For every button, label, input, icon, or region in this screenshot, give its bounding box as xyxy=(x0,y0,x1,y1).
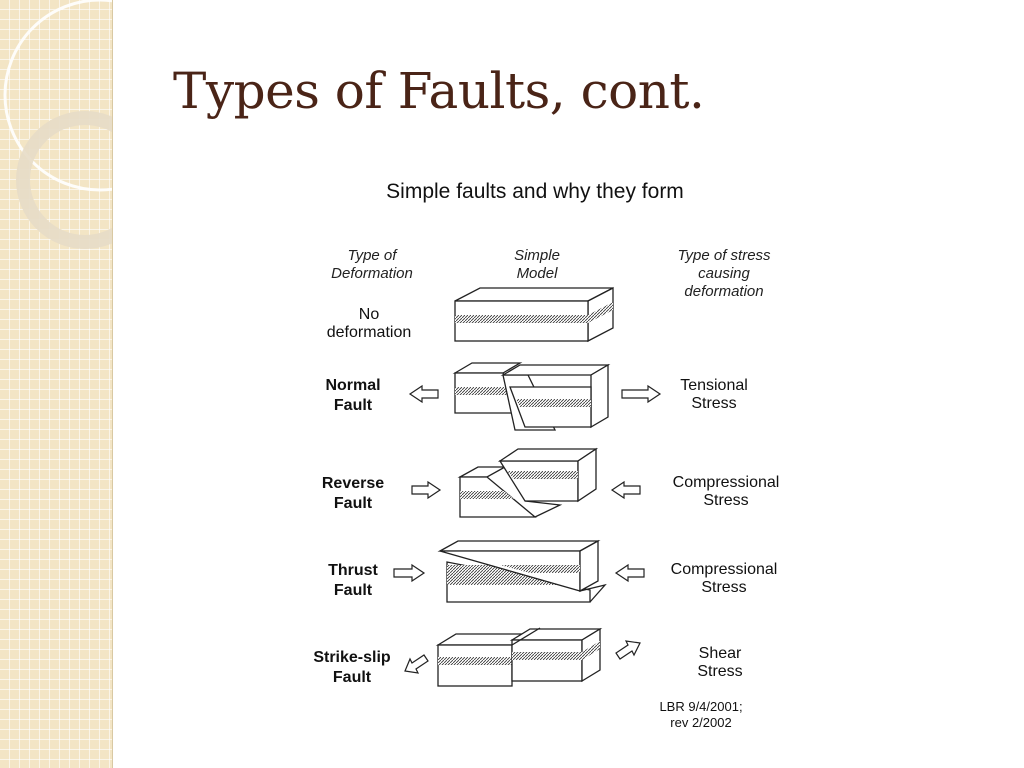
row-normal-fault-stress-1: Tensional xyxy=(680,377,748,394)
arrow-left-icon xyxy=(610,480,641,500)
sidebar-divider xyxy=(112,0,113,768)
header-stress-line2: causing xyxy=(698,265,750,282)
slide-title: Types of Faults, cont. xyxy=(173,62,705,120)
row-reverse-fault-label-2: Fault xyxy=(334,495,373,512)
row-strike-slip-stress-2: Stress xyxy=(697,663,742,680)
block-strike-slip-fault xyxy=(435,627,603,687)
arrow-diagonal-up-right-icon xyxy=(615,640,641,660)
row-no-deformation-label-2: deformation xyxy=(327,324,412,341)
row-reverse-fault-stress-1: Compressional xyxy=(673,474,780,491)
block-no-deformation xyxy=(454,286,614,343)
row-strike-slip-label-2: Fault xyxy=(333,669,372,686)
decorative-ring xyxy=(3,0,112,192)
arrow-right-icon xyxy=(411,480,442,500)
arrow-right-icon xyxy=(393,563,426,583)
row-thrust-fault-stress-2: Stress xyxy=(701,579,746,596)
diagram-title: Simple faults and why they form xyxy=(386,180,684,203)
block-reverse-fault xyxy=(457,447,599,518)
row-normal-fault-stress-2: Stress xyxy=(691,395,736,412)
decorative-sidebar xyxy=(0,0,112,768)
block-thrust-fault xyxy=(437,539,607,603)
header-stress-line1: Type of stress xyxy=(677,247,771,264)
row-normal-fault-label-1: Normal xyxy=(325,377,380,394)
row-thrust-fault-label-2: Fault xyxy=(334,582,373,599)
arrow-left-icon xyxy=(408,384,439,404)
block-normal-fault xyxy=(452,362,611,431)
row-thrust-fault-label-1: Thrust xyxy=(328,562,378,579)
header-deformation-line2: Deformation xyxy=(331,265,413,282)
row-reverse-fault-label-1: Reverse xyxy=(322,475,384,492)
header-stress-line3: deformation xyxy=(684,283,763,300)
decorative-ring xyxy=(16,111,112,249)
credit-line-2: rev 2/2002 xyxy=(670,715,731,730)
row-thrust-fault-stress-1: Compressional xyxy=(671,561,778,578)
fault-types-diagram: Simple faults and why they form Type of … xyxy=(313,180,780,730)
row-strike-slip-label-1: Strike-slip xyxy=(313,649,391,666)
credit-line-1: LBR 9/4/2001; xyxy=(659,699,742,714)
header-deformation-line1: Type of xyxy=(348,247,399,264)
row-strike-slip-stress-1: Shear xyxy=(699,645,742,662)
header-model-line2: Model xyxy=(517,265,559,282)
header-model-line1: Simple xyxy=(514,247,560,264)
arrow-left-icon xyxy=(614,563,645,583)
arrow-right-icon xyxy=(621,384,662,404)
row-reverse-fault-stress-2: Stress xyxy=(703,492,748,509)
row-normal-fault-label-2: Fault xyxy=(334,397,373,414)
arrow-diagonal-down-left-icon xyxy=(404,654,429,674)
row-no-deformation-label-1: No xyxy=(359,306,380,323)
